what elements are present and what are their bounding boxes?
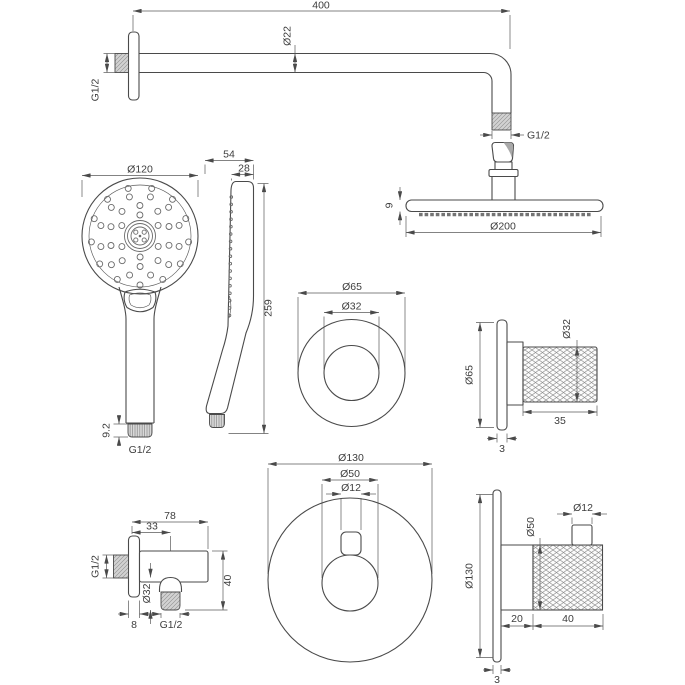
view-head-shower: 9 Ø200 [384,141,604,237]
hand-shower-handle [118,286,162,424]
outlet-dome [158,576,183,592]
view-mixer-side: Ø130 Ø12 Ø50 20 40 3 [464,489,607,685]
head-shower-plate [405,199,604,213]
hand-shower-trigger [123,288,157,313]
dim-mixer-knob-diameter: Ø50 [340,468,360,480]
dim-outlet-depth: 78 [164,510,176,522]
diverter-plate [496,319,508,431]
dim-outlet-wall-thread: G1/2 [90,555,102,578]
dim-arm-wall-thread: G1/2 [90,78,102,101]
dim-arm-length: 400 [312,0,330,12]
view-hand-shower-front: Ø120 9.2 G1/2 [81,164,199,456]
head-connector-neck [494,161,513,171]
view-mixer-front: Ø130 Ø50 Ø12 [267,452,433,663]
arm-outlet-thread [491,112,512,131]
dim-hand-shower-diameter: Ø120 [127,164,153,176]
arm-wall-thread [114,53,129,73]
dim-arm-outlet-thread: G1/2 [527,130,550,142]
dim-mixer-tab-width: Ø12 [341,482,361,494]
diverter-knob [522,346,598,403]
dim-mixer-knob-length: 40 [562,613,574,625]
outlet-wall-plate [127,535,141,598]
view-hand-shower-side: 54 28 259 [204,149,275,434]
dim-outlet-diameter: Ø32 [141,583,153,603]
escutcheon-hole [323,344,380,402]
hand-shower-side-outline [205,180,255,415]
view-wall-outlet: 78 33 G1/2 Ø32 40 8 G1/2 [90,510,235,631]
outlet-wall-thread [113,554,129,579]
dim-outlet-height: 40 [222,575,234,587]
hand-shower-thread [127,423,153,438]
mixer-plate [267,497,433,663]
outlet-thread [160,591,181,611]
mixer-side-plate [492,489,502,663]
hand-shower-side-thread [209,414,225,428]
mixer-side-hub [500,544,534,611]
mixer-side-knob [532,544,604,611]
view-shower-arm: 400 G1/2 Ø22 G1/2 [90,0,550,142]
dim-mixer-plate-diameter: Ø130 [338,452,364,464]
dim-hand-shower-thread-length: 9.2 [101,423,113,438]
view-diverter-side: Ø65 Ø32 35 3 [464,319,598,455]
dim-arm-pipe-diameter: Ø22 [282,26,294,46]
dim-hand-shower-length: 259 [263,299,275,317]
dim-escutcheon-outer: Ø65 [342,281,362,293]
dim-head-diameter: Ø200 [490,221,516,233]
dim-mixer-plate-thickness: 3 [494,674,500,685]
dim-outlet-thread: G1/2 [160,619,183,631]
mixer-knob [321,554,379,612]
dim-diverter-plate-thickness: 3 [499,443,505,455]
arm-wall-flange [127,31,140,101]
view-escutcheon-front: Ø65 Ø32 [297,281,406,428]
dim-head-thickness: 9 [384,202,396,208]
dim-outlet-plate-thickness: 8 [131,619,137,631]
dim-diverter-plate-diameter: Ø65 [464,365,476,385]
dim-hand-shower-depth: 54 [223,149,235,161]
hand-shower-head [81,177,199,295]
dim-diverter-knob-diameter: Ø32 [561,319,573,339]
dim-hand-shower-head-thickness: 28 [238,163,250,175]
dim-mixer-hub-length: 20 [511,613,523,625]
side-nozzle-texture [227,195,234,318]
dim-hand-shower-thread: G1/2 [129,444,152,456]
diverter-hub [506,341,524,406]
mixer-knob-tab [340,531,362,556]
dim-outlet-offset: 33 [146,521,158,533]
ball-joint-shading [503,142,514,158]
shower-arm-pipe [139,52,512,113]
escutcheon-plate [297,318,406,428]
dim-mixer-side-plate-diameter: Ø130 [464,563,476,589]
dim-diverter-knob-length: 35 [554,415,566,427]
dim-mixer-side-knob-diameter: Ø50 [525,517,537,537]
dim-mixer-stub-diameter: Ø12 [573,502,593,514]
nozzle-field [87,184,193,289]
mixer-side-stub [571,524,593,546]
dim-escutcheon-inner: Ø32 [342,301,362,313]
